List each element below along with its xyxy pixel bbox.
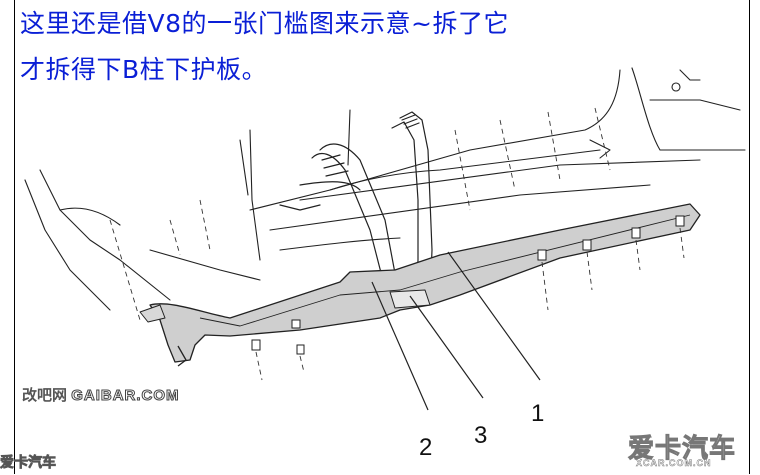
watermark-xcar-url: XCAR.COM.CN [636, 458, 712, 469]
callout-leaders [371, 251, 541, 411]
watermark-xcar: 爱卡汽车 [627, 433, 737, 464]
watermark-gaibar-cn: 改吧网 [22, 387, 68, 404]
alignment-guides [109, 107, 685, 381]
image-frame [14, 0, 750, 474]
sill-trim-panel [139, 203, 701, 367]
callout-number-1: 1 [531, 400, 545, 427]
watermark-gaibar: 改吧网 GAIBAR.COM [22, 384, 180, 405]
caption-line-1: 这里还是借V8的一张门槛图来示意~拆了它 [20, 9, 509, 38]
trim-clips [251, 215, 685, 355]
vehicle-body-outline [24, 67, 746, 311]
caption-line-2: 才拆得下B柱下护板。 [20, 55, 268, 84]
callout-number-3: 3 [474, 422, 488, 449]
watermark-corner: 爱卡汽车 [0, 454, 56, 471]
callout-number-2: 2 [419, 434, 433, 461]
watermark-gaibar-latin: GAIBAR.COM [71, 387, 180, 405]
seat-belt [279, 111, 433, 303]
